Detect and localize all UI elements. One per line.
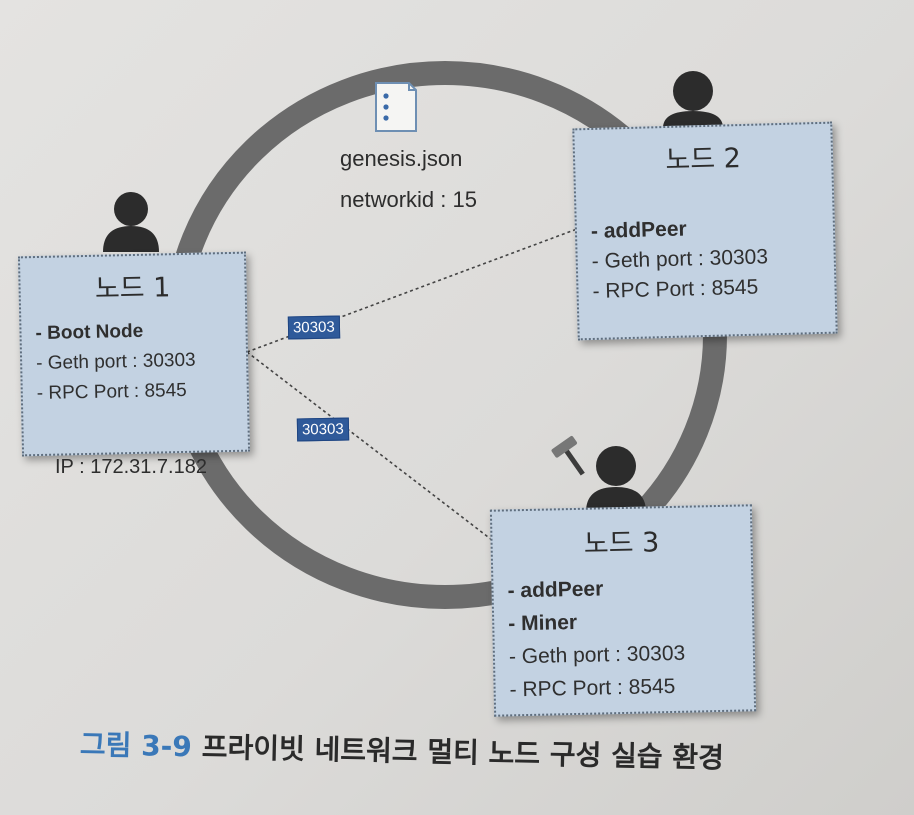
node-3-detail: - RPC Port : 8545 bbox=[509, 674, 676, 702]
document-icon bbox=[375, 82, 417, 132]
connection-line-node1-node3 bbox=[246, 351, 493, 541]
node-1-box: 노드 1 - Boot Node - Geth port : 30303 - R… bbox=[17, 251, 251, 457]
node-2-title: 노드 2 bbox=[665, 143, 742, 177]
hammer-icon bbox=[551, 436, 585, 476]
node-1-detail: - RPC Port : 8545 bbox=[36, 379, 187, 405]
person-icon bbox=[586, 446, 646, 512]
node-1-title: 노드 1 bbox=[94, 272, 171, 305]
node-3-title: 노드 3 bbox=[583, 527, 660, 560]
port-badge-node2: 30303 bbox=[287, 315, 340, 340]
figure-number: 그림 3-9 bbox=[79, 728, 193, 764]
node-2-box: 노드 2 - addPeer - Geth port : 30303 - RPC… bbox=[572, 121, 838, 341]
port-badge-node3: 30303 bbox=[296, 417, 349, 442]
node-3-detail: - addPeer bbox=[507, 577, 604, 603]
node-1-detail: - Geth port : 30303 bbox=[35, 349, 196, 375]
genesis-file-label: genesis.json bbox=[340, 146, 463, 171]
person-icon bbox=[663, 71, 723, 128]
node-3-detail: - Miner bbox=[508, 610, 578, 636]
person-icon bbox=[103, 192, 159, 252]
node-1-ip: IP : 172.31.7.182 bbox=[55, 456, 207, 478]
node-3-detail: - Geth port : 30303 bbox=[508, 641, 686, 669]
node-1-detail: - Boot Node bbox=[35, 320, 144, 345]
network-id-label: networkid : 15 bbox=[340, 187, 477, 212]
node-2-detail: - RPC Port : 8545 bbox=[592, 275, 759, 303]
node-3-box: 노드 3 - addPeer - Miner - Geth port : 303… bbox=[489, 504, 757, 717]
